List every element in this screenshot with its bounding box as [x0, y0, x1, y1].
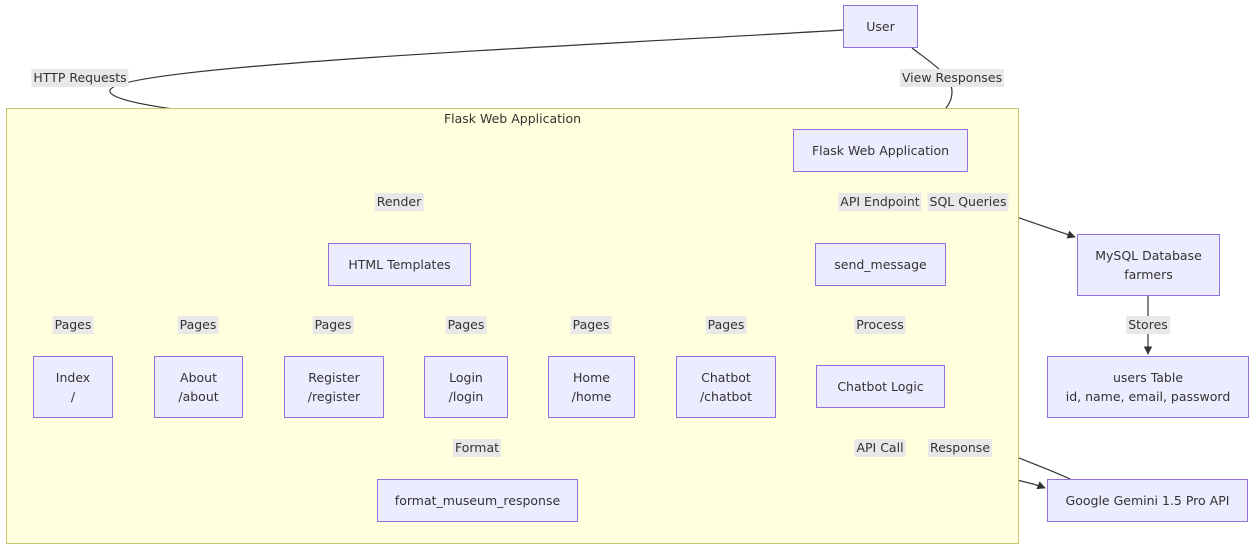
edge-label-stores: Stores [1126, 316, 1170, 334]
edge-label-api-call: API Call [854, 439, 906, 457]
node-text-line: About [180, 370, 217, 385]
edge-label-sql-queries: SQL Queries [927, 193, 1009, 211]
node-text-line: /chatbot [699, 389, 753, 404]
node-users-table[interactable]: users Table id, name, email, password [1047, 356, 1249, 418]
node-text-line: Chatbot Logic [837, 379, 924, 394]
node-text-line: Google Gemini 1.5 Pro API [1065, 493, 1230, 508]
edge-label-view-responses: View Responses [899, 69, 1005, 87]
node-text-line: Login [449, 370, 483, 385]
node-flask-web-application[interactable]: Flask Web Application [793, 129, 968, 172]
cluster-title: Flask Web Application [443, 111, 582, 126]
node-text-line: Flask Web Application [811, 143, 950, 158]
edge-label-response: Response [927, 439, 993, 457]
node-user[interactable]: User [843, 5, 918, 48]
edge-label-pages-chatbot: Pages [705, 316, 747, 334]
node-text-line: User [866, 19, 895, 34]
node-text-line: Index [55, 370, 91, 385]
node-about[interactable]: About/about [154, 356, 243, 418]
edge-label-pages-login: Pages [445, 316, 487, 334]
node-home[interactable]: Home/home [548, 356, 635, 418]
node-text-line: /about [178, 389, 219, 404]
node-chatbot-logic[interactable]: Chatbot Logic [816, 365, 945, 408]
edge-label-format: Format [452, 439, 502, 457]
node-text-line: farmers [1124, 267, 1173, 282]
node-format-museum-response[interactable]: format_museum_response [377, 479, 578, 522]
node-text-line: id, name, email, password [1065, 389, 1231, 404]
node-text-line: Chatbot [701, 370, 751, 385]
node-google-gemini-api[interactable]: Google Gemini 1.5 Pro API [1047, 479, 1248, 522]
edge-label-pages-register: Pages [312, 316, 354, 334]
edge-label-render: Render [374, 193, 424, 211]
node-index[interactable]: Index / [33, 356, 113, 418]
node-chatbot[interactable]: Chatbot/chatbot [676, 356, 776, 418]
edge-label-pages-home: Pages [570, 316, 612, 334]
node-html-templates[interactable]: HTML Templates [328, 243, 471, 286]
node-text-line: / [70, 389, 76, 404]
node-text-line: /login [448, 389, 484, 404]
node-text-line: HTML Templates [348, 257, 451, 272]
node-send-message[interactable]: send_message [815, 243, 946, 286]
edge-label-pages-about: Pages [177, 316, 219, 334]
edge-label-pages-index: Pages [52, 316, 94, 334]
node-register[interactable]: Register/register [284, 356, 384, 418]
edge-label-http-requests: HTTP Requests [31, 69, 129, 87]
node-login[interactable]: Login/login [424, 356, 508, 418]
node-mysql-database[interactable]: MySQL Database farmers [1077, 234, 1220, 296]
node-text-line: /register [307, 389, 361, 404]
node-text-line: /home [571, 389, 612, 404]
node-text-line: MySQL Database [1095, 248, 1202, 263]
node-text-line: Register [308, 370, 360, 385]
node-text-line: format_museum_response [394, 493, 561, 508]
edge-label-process: Process [854, 316, 906, 334]
cluster-flask-web-application: Flask Web Application [6, 108, 1019, 544]
node-text-line: send_message [834, 257, 927, 272]
node-text-line: Home [573, 370, 610, 385]
node-text-line: users Table [1112, 370, 1184, 385]
edge-label-api-endpoint: API Endpoint [838, 193, 922, 211]
